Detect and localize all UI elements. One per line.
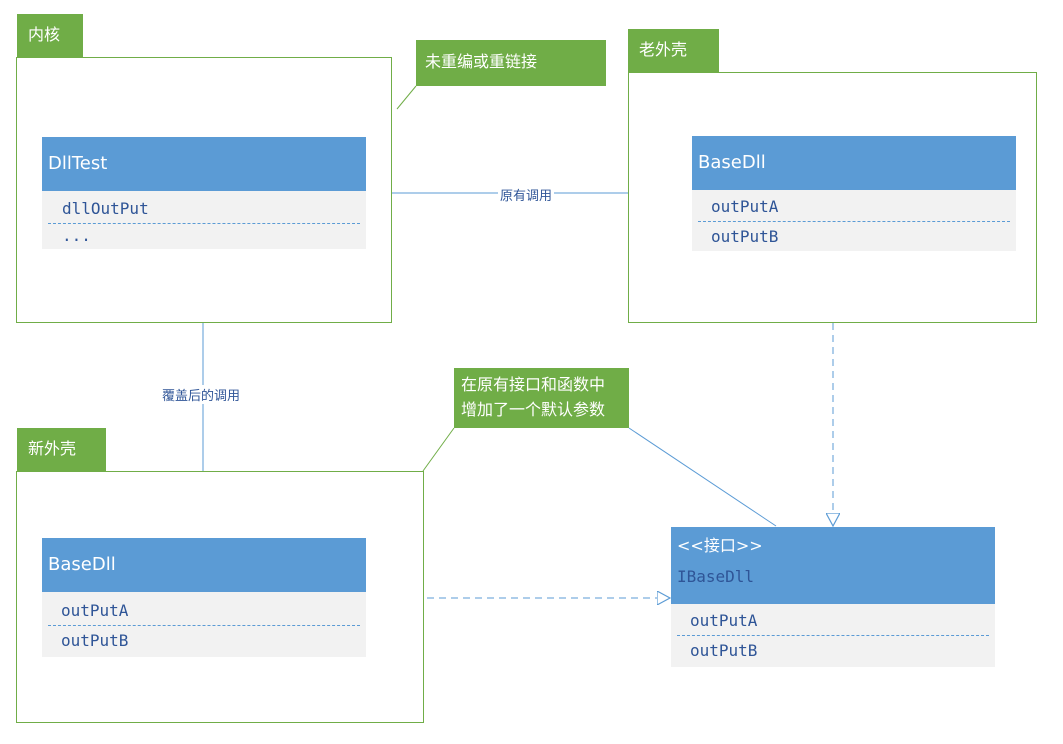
new-basedll-class-name: BaseDll	[42, 538, 366, 592]
ibasedll-interface-name: IBaseDll	[677, 567, 755, 586]
old-basedll-member-outputb: outPutB	[711, 227, 779, 246]
note-default-param-line1: 在原有接口和函数中	[461, 375, 606, 394]
ibasedll-stereotype: <<接口>>	[677, 536, 763, 555]
note-no-rebuild-text: 未重编或重链接	[425, 52, 538, 71]
new-basedll-member-outputb: outPutB	[61, 631, 129, 650]
dlltest-class: DllTest dllOutPut ...	[42, 137, 366, 249]
old-shell-frame-tag: 老外壳	[628, 29, 719, 73]
kernel-frame-tag: 内核	[17, 14, 83, 58]
new-shell-frame-tag: 新外壳	[17, 428, 106, 472]
note-default-param: 在原有接口和函数中 增加了一个默认参数	[454, 368, 629, 428]
old-basedll-member-outputa: outPutA	[711, 197, 779, 216]
member-separator	[48, 223, 360, 224]
dlltest-member-dlloutput: dllOutPut	[62, 199, 149, 218]
note-callout-line-kernel	[396, 85, 417, 110]
note-callout-line-newshell	[422, 427, 455, 472]
note-no-rebuild: 未重编或重链接	[416, 40, 606, 86]
original-call-label: 原有调用	[498, 185, 555, 204]
ibasedll-interface-header: <<接口>> IBaseDll	[671, 527, 995, 604]
old-basedll-class-name: BaseDll	[692, 136, 1016, 190]
overridden-call-label: 覆盖后的调用	[160, 385, 243, 404]
member-separator	[677, 635, 989, 636]
old-basedll-class: BaseDll outPutA outPutB	[692, 136, 1016, 251]
new-basedll-member-outputa: outPutA	[61, 601, 129, 620]
dlltest-class-name: DllTest	[42, 137, 366, 191]
dlltest-member-ellipsis: ...	[62, 226, 91, 245]
ibasedll-member-outputa: outPutA	[690, 611, 758, 630]
member-separator	[698, 221, 1010, 222]
ibasedll-interface: <<接口>> IBaseDll outPutA outPutB	[671, 527, 995, 667]
new-basedll-class: BaseDll outPutA outPutB	[42, 538, 366, 657]
note-default-param-line2: 增加了一个默认参数	[461, 400, 606, 419]
member-separator	[48, 625, 360, 626]
ibasedll-member-outputb: outPutB	[690, 641, 758, 660]
note-anchor-line-interface	[628, 427, 777, 527]
